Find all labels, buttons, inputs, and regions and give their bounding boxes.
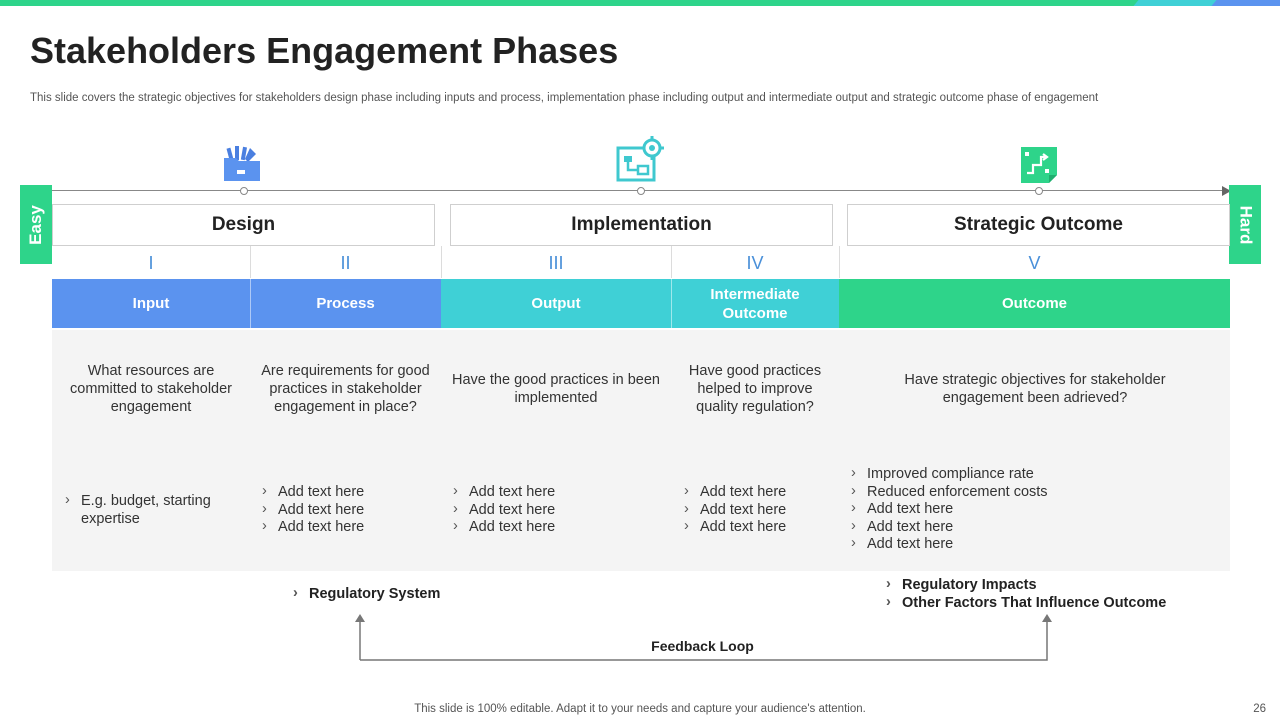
feedback-loop-arrows bbox=[355, 614, 1052, 661]
axis-marker bbox=[240, 187, 248, 195]
list-item: Add text here bbox=[682, 518, 832, 537]
regulatory-impacts-list: Regulatory Impacts Other Factors That In… bbox=[884, 576, 1204, 613]
list-item: Add text here bbox=[849, 500, 1109, 519]
list-outcome: Improved compliance rate Reduced enforce… bbox=[849, 465, 1109, 554]
page-number: 26 bbox=[1253, 703, 1266, 715]
header-input: Input bbox=[52, 279, 250, 328]
list-item: Add text here bbox=[849, 518, 1109, 537]
blueprint-gear-icon bbox=[616, 136, 664, 182]
list-item: Add text here bbox=[849, 535, 1109, 554]
list-item: Add text here bbox=[682, 483, 832, 502]
divider bbox=[671, 246, 672, 278]
list-item: Improved compliance rate bbox=[849, 465, 1109, 484]
header-output: Output bbox=[441, 279, 671, 328]
question-output: Have the good practices in been implemen… bbox=[452, 372, 660, 406]
axis-arrow-icon bbox=[1222, 186, 1231, 196]
page-subtitle: This slide covers the strategic objectiv… bbox=[30, 92, 1099, 104]
question-intermediate-outcome: Have good practices helped to improve qu… bbox=[688, 363, 822, 415]
list-item: Add text here bbox=[682, 501, 832, 520]
list-item: Other Factors That Influence Outcome bbox=[884, 594, 1204, 613]
page-title: Stakeholders Engagement Phases bbox=[30, 30, 619, 71]
regulatory-system-list: Regulatory System bbox=[291, 585, 491, 604]
footer-note: This slide is 100% editable. Adapt it to… bbox=[414, 703, 866, 715]
axis-marker bbox=[637, 187, 645, 195]
question-process: Are requirements for good practices in s… bbox=[261, 363, 430, 415]
list-process: Add text here Add text here Add text her… bbox=[260, 483, 430, 537]
list-input: E.g. budget, starting expertise bbox=[63, 492, 233, 528]
header-intermediate-outcome: Intermediate Outcome bbox=[671, 279, 839, 328]
list-item: E.g. budget, starting expertise bbox=[63, 492, 233, 528]
easy-label: Easy bbox=[20, 185, 52, 264]
list-item: Add text here bbox=[451, 501, 651, 520]
divider bbox=[250, 279, 251, 328]
list-item: Add text here bbox=[260, 518, 430, 537]
list-item: Add text here bbox=[451, 483, 651, 502]
top-accent-bar bbox=[0, 0, 1280, 6]
divider bbox=[671, 279, 672, 328]
divider bbox=[250, 246, 251, 278]
list-item: Add text here bbox=[260, 483, 430, 502]
header-outcome: Outcome bbox=[839, 279, 1230, 328]
axis-marker bbox=[1035, 187, 1043, 195]
list-item: Add text here bbox=[260, 501, 430, 520]
question-outcome: Have strategic objectives for stakeholde… bbox=[904, 372, 1166, 406]
list-output: Add text here Add text here Add text her… bbox=[451, 483, 651, 537]
divider bbox=[839, 246, 840, 278]
divider bbox=[441, 246, 442, 278]
question-input: What resources are committed to stakehol… bbox=[70, 363, 232, 415]
numeral-iii: III bbox=[548, 252, 564, 273]
numeral-i: I bbox=[148, 252, 154, 273]
list-item: Add text here bbox=[451, 518, 651, 537]
phase-implementation: Implementation bbox=[450, 204, 833, 246]
strategy-path-icon bbox=[1021, 147, 1057, 183]
list-item: Regulatory Impacts bbox=[884, 576, 1204, 595]
numeral-ii: II bbox=[340, 252, 351, 273]
feedback-loop-label: Feedback Loop bbox=[651, 638, 754, 654]
phase-strategic-outcome: Strategic Outcome bbox=[847, 204, 1230, 246]
list-intermediate-outcome: Add text here Add text here Add text her… bbox=[682, 483, 832, 537]
list-item: Reduced enforcement costs bbox=[849, 483, 1109, 502]
header-process: Process bbox=[250, 279, 441, 328]
hard-label: Hard bbox=[1229, 185, 1261, 264]
numeral-iv: IV bbox=[746, 252, 764, 273]
list-item: Regulatory System bbox=[291, 585, 491, 604]
numeral-v: V bbox=[1028, 252, 1041, 273]
phase-design: Design bbox=[52, 204, 435, 246]
folder-tools-icon bbox=[224, 146, 260, 181]
